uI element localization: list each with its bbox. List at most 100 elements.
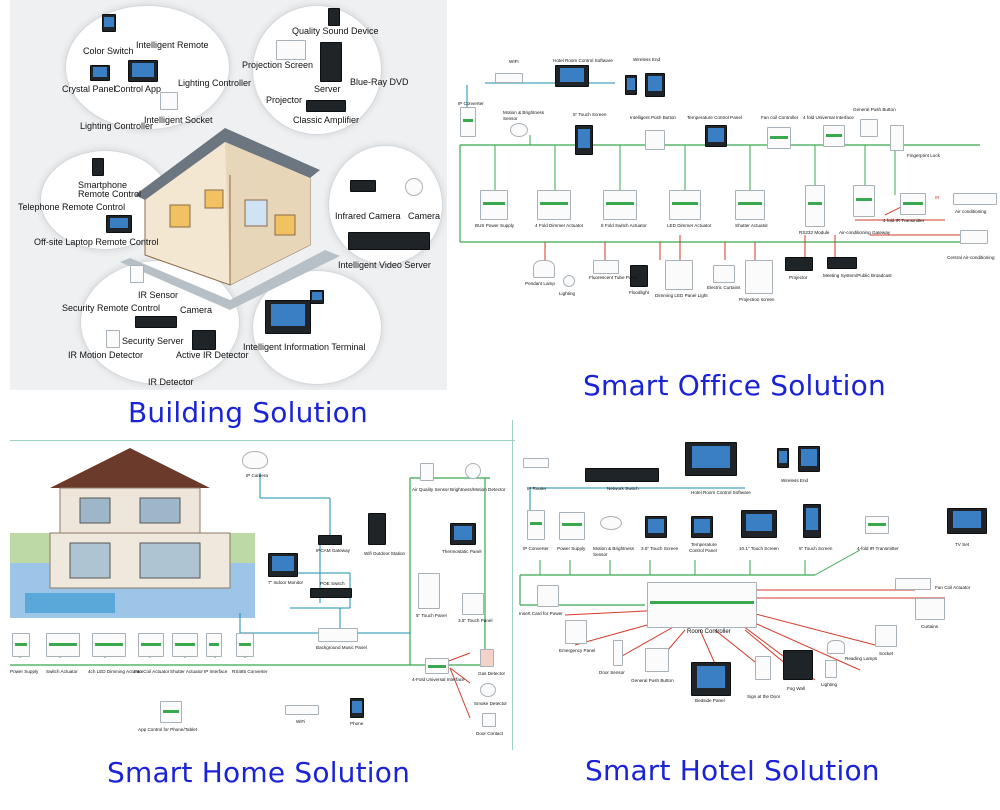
brightness-detector-label: Brightness/Motion Detector: [450, 487, 506, 492]
outdoor-station-label: Wifi Outdoor Station: [364, 551, 406, 556]
blue-ray-dvd-label: Blue-Ray DVD: [350, 77, 409, 87]
fingerprint-lock-device: [890, 125, 904, 151]
security-server-label: Security Server: [122, 336, 184, 346]
office-wireless-end-label: Wireless End: [633, 57, 661, 62]
smart-hotel-diagram: IP Router Network Switch Hotel Room Cont…: [515, 430, 1000, 760]
hotel-10in-touch-screen-label: 10.1" Touch Screen: [739, 546, 779, 551]
shutter-actuator-label: Shutter Actuator: [735, 223, 768, 228]
led-dimmer-actuator-label: LED Dimmer Actuator: [667, 223, 712, 228]
central-ac-device: [960, 230, 988, 244]
hotel-temperature-label: Temperature: [691, 542, 717, 547]
home-5in-touch-panel-device: [418, 573, 440, 609]
wifi-router-device: [495, 73, 523, 83]
ir-sensor-device: [130, 265, 144, 283]
home-universal-interface-device: [425, 658, 449, 674]
socket-label: Socket: [879, 651, 894, 656]
door-sensor-label: Door Sensor: [599, 670, 625, 675]
hotel-control-software-label: Hotel Room Control Software: [691, 490, 751, 495]
crystal-panel-label: Crystal Panel: [62, 84, 116, 94]
universal-interface-device: [823, 125, 845, 147]
home-fan-coil-actuator-label: Fan Coil Actuator: [134, 669, 170, 674]
control-app-label: Control App: [114, 84, 162, 94]
floodlight-device: [630, 265, 648, 287]
wifi-label: WIFI: [509, 59, 519, 64]
hotel-fan-coil-actuator-label: Fan Coil Actuator: [935, 585, 971, 590]
home-shutter-actuator-label: Shutter Actuator: [170, 669, 203, 674]
switch-actuator-label: 8 Fold Switch Actuator: [601, 223, 647, 228]
fan-coil-controller-label: Fan coil Controller: [761, 115, 799, 120]
video-server-device: [348, 232, 430, 250]
universal-interface-label: 4 fold Universal Interface: [803, 115, 854, 120]
ir-transmitter-label: 4 fold IR Transmitter: [883, 218, 925, 223]
air-quality-sensor-device: [420, 463, 434, 481]
lighting-controller-top-label: Lighting Controller: [178, 78, 252, 88]
color-switch-device: [102, 14, 116, 32]
hotel-sensor-label: Sensor: [593, 552, 608, 557]
ir-sensor-label: IR Sensor: [138, 290, 179, 300]
ac-gateway-label: Air-conditioning Gateway: [839, 230, 891, 235]
smoke-detector-device: [480, 683, 496, 697]
smoke-detector-label: Smoke Detector: [474, 701, 507, 706]
office-projector-label: Projector: [789, 275, 808, 280]
quality-sound-device-label: Quality Sound Device: [292, 26, 379, 36]
reading-lamp-device: [827, 640, 845, 654]
camera-bottom-label: Camera: [180, 305, 213, 315]
hotel-general-push-button-device: [645, 648, 669, 672]
classic-amplifier-label: Classic Amplifier: [293, 115, 360, 125]
meeting-system-label: Meeting System/Public Broadcast: [823, 273, 892, 278]
smart-office-diagram: WIFI Hotel Room Control Software Wireles…: [455, 45, 1000, 365]
home-power-supply-device: [12, 633, 30, 657]
home-5in-touch-panel-label: 5" Touch Panel: [416, 613, 447, 618]
hotel-ir-transmitter-label: 4-fold IR Transmitter: [857, 546, 899, 551]
home-ip-interface-label: IP Interface: [204, 669, 228, 674]
server-label: Server: [314, 84, 341, 94]
camera-right-label: Camera: [408, 211, 441, 221]
door-sign-device: [755, 656, 771, 680]
led-panel-light-device: [665, 260, 693, 290]
hotel-power-supply-device: [559, 512, 585, 540]
information-terminal-device: [265, 300, 311, 334]
control-app-device: [128, 60, 158, 82]
security-remote-control-label: Security Remote Control: [62, 303, 161, 313]
office-5in-touch-screen-label: 5" Touch Screen: [573, 112, 607, 117]
motion-brightness-label: Motion & Brightness: [503, 110, 545, 115]
building-solution-diagram: Color Switch Intelligent Remote Lighting…: [10, 0, 447, 390]
home-phone-device: [350, 698, 364, 718]
home-ip-interface-device: [206, 633, 222, 657]
bus-power-supply-device: [480, 190, 508, 220]
home-wifi-router-device: [285, 705, 319, 715]
smartphone-device: [92, 158, 104, 176]
security-cluster-circle: [80, 260, 240, 385]
infrared-camera-label: Infrared Camera: [335, 211, 401, 221]
crystal-panel-device: [90, 65, 110, 81]
projection-screen-label: Projection Screen: [242, 60, 314, 70]
reading-lamps-label: Reading Lamps: [845, 656, 878, 661]
intelligent-push-button-label: Intelligent Push Button: [630, 115, 676, 120]
hotel-fan-coil-actuator-device: [895, 578, 931, 590]
fog-wall-label: Fog Wall: [787, 686, 805, 691]
gas-detector-label: Gas Detector: [478, 671, 506, 676]
sign-at-door-label: Sign at the Door: [747, 694, 781, 699]
gas-detector-device: [480, 649, 494, 667]
led-panel-light-label: Dimming LED Panel Light: [655, 293, 708, 298]
rs485-converter-device: [236, 633, 254, 657]
door-sensor-device: [613, 640, 623, 666]
rs485-converter-label: RS485 Converter: [232, 669, 268, 674]
home-phone-label: Phone: [350, 721, 364, 726]
general-push-button-device: [860, 119, 878, 137]
projector-label: Projector: [266, 95, 303, 105]
office-ip-converter-label: IP Converter: [458, 101, 484, 106]
dome-camera-device: [405, 178, 423, 196]
hotel-ip-router-device: [523, 458, 549, 468]
projection-screen-label-office: Projection screen: [739, 297, 775, 302]
poe-switch-label: POE Switch: [320, 581, 345, 586]
hotel-lighting-label: Lighting: [821, 682, 838, 687]
rs232-module-device: [805, 185, 825, 227]
ir-motion-detector-label: IR Motion Detector: [68, 350, 144, 360]
led-dimmer-actuator-device: [669, 190, 701, 220]
dimmer-actuator-device: [537, 190, 571, 220]
hotel-motion-sensor-device: [600, 516, 622, 530]
hotel-general-push-button-label: General Push Button: [631, 678, 674, 683]
hotel-5in-touch-screen-device: [803, 504, 821, 538]
bedside-panel-device: [691, 662, 731, 696]
